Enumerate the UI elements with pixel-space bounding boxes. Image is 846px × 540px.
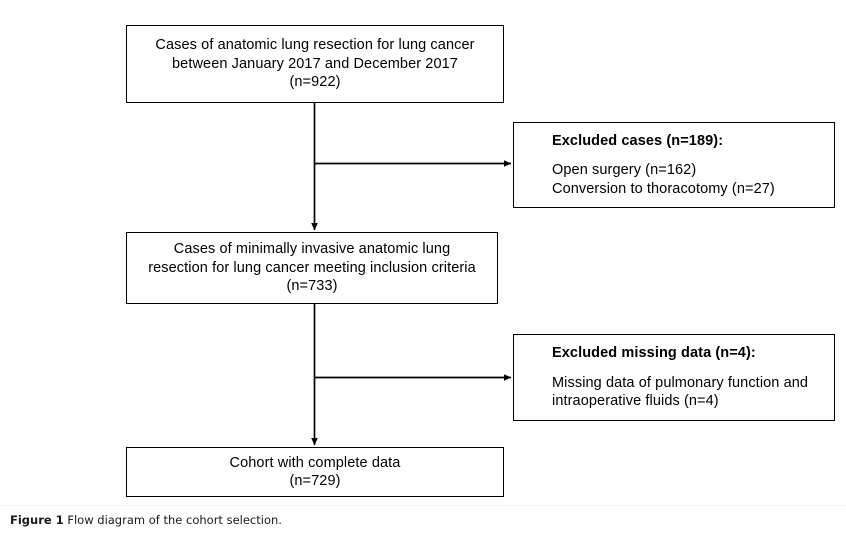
- node-excluded-cases: Excluded cases (n=189): Open surgery (n=…: [513, 122, 835, 208]
- node-line: between January 2017 and December 2017: [172, 55, 458, 72]
- node-cases-minimally-invasive: Cases of minimally invasive anatomic lun…: [126, 232, 498, 304]
- node-line: Cohort with complete data: [229, 454, 401, 471]
- figure-caption-text: Flow diagram of the cohort selection.: [67, 513, 282, 527]
- node-header: Excluded cases (n=189):: [552, 132, 724, 149]
- node-count: (n=922): [289, 74, 341, 91]
- node-count: (n=733): [286, 278, 338, 295]
- node-excluded-missing-data: Excluded missing data (n=4): Missing dat…: [513, 334, 835, 421]
- node-count: (n=729): [289, 473, 341, 489]
- node-item: Conversion to thoracotomy (n=27): [552, 180, 775, 197]
- figure-caption: Figure 1 Flow diagram of the cohort sele…: [10, 513, 282, 528]
- node-item: Missing data of pulmonary function and: [552, 374, 809, 391]
- node-item: Open surgery (n=162): [552, 162, 697, 179]
- node-cases-total: Cases of anatomic lung resection for lun…: [126, 25, 504, 103]
- node-item-list: Missing data of pulmonary function and i…: [552, 374, 808, 411]
- node-header: Excluded missing data (n=4):: [552, 345, 756, 362]
- node-line: Cases of anatomic lung resection for lun…: [155, 37, 475, 54]
- node-item-list: Open surgery (n=162) Conversion to thora…: [552, 161, 775, 198]
- figure-caption-label: Figure 1: [10, 513, 64, 527]
- node-item: intraoperative fluids (n=4): [552, 393, 719, 410]
- node-line: resection for lung cancer meeting inclus…: [148, 259, 476, 276]
- node-cohort-complete: Cohort with complete data (n=729): [126, 447, 504, 497]
- caption-divider: [0, 505, 846, 506]
- node-line: Cases of minimally invasive anatomic lun…: [173, 241, 451, 258]
